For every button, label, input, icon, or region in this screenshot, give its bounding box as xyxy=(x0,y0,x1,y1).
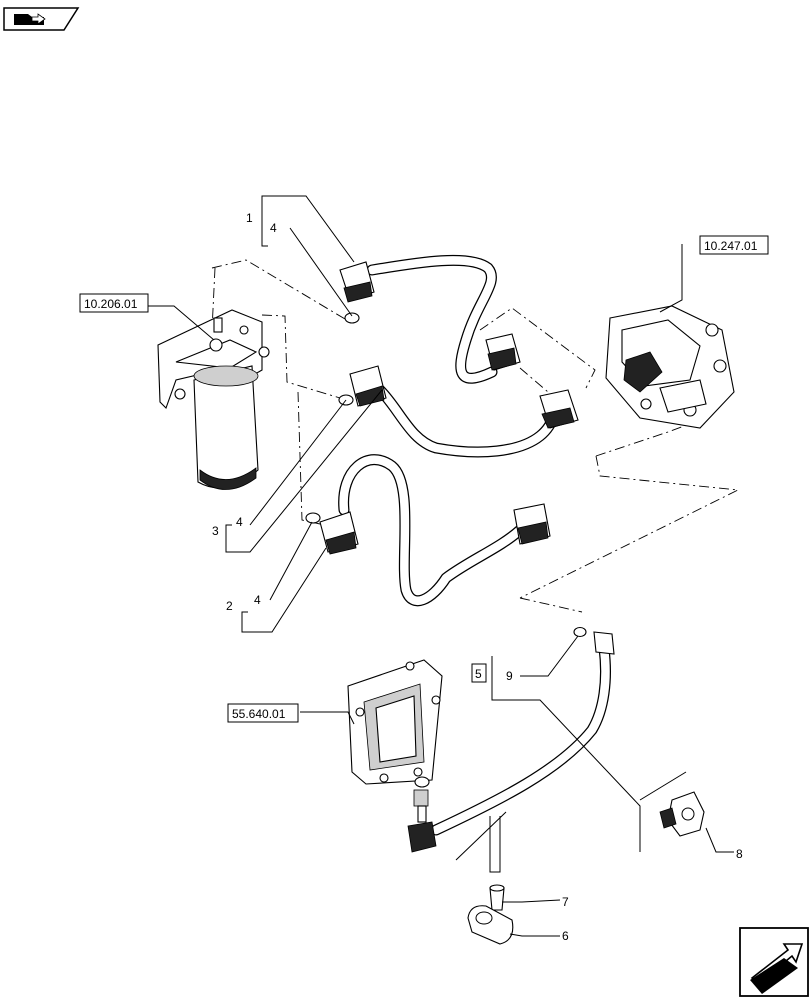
sensor xyxy=(659,791,705,837)
clamp-assembly xyxy=(467,884,514,945)
callout-6: 6 xyxy=(562,929,569,943)
next-page-arrow-icon[interactable] xyxy=(739,927,809,997)
ref-label-10-206-01: 10.206.01 xyxy=(84,297,138,311)
callout-7: 7 xyxy=(562,895,569,909)
ref-box-10-206-01[interactable]: 10.206.01 xyxy=(79,293,149,313)
callout-box-5: 5 xyxy=(471,663,487,683)
callout-numbers: 1 4 3 4 2 4 9 7 6 8 xyxy=(212,211,743,943)
callout-5: 5 xyxy=(475,667,482,681)
fuel-pipe-5 xyxy=(407,631,615,853)
callout-9: 9 xyxy=(506,669,513,683)
fuel-pipe-2 xyxy=(319,454,551,607)
ref-label-55-640-01: 55.640.01 xyxy=(232,707,286,721)
callout-4-middle: 4 xyxy=(236,515,243,529)
callout-1: 1 xyxy=(246,211,253,225)
callout-8: 8 xyxy=(736,847,743,861)
ref-box-10-247-01[interactable]: 10.247.01 xyxy=(699,235,769,255)
callout-2: 2 xyxy=(226,599,233,613)
fuel-filter-assembly xyxy=(157,309,270,490)
fuel-pipe-1 xyxy=(339,254,521,384)
ref-box-55-640-01[interactable]: 55.640.01 xyxy=(227,703,299,723)
control-unit xyxy=(347,659,443,785)
folder-arrow-icon[interactable] xyxy=(3,7,80,31)
leader-lines xyxy=(148,195,734,937)
fitting xyxy=(413,789,429,823)
callout-4-bottom: 4 xyxy=(254,593,261,607)
injection-pump xyxy=(605,305,735,429)
callout-3: 3 xyxy=(212,524,219,538)
callout-4-top: 4 xyxy=(270,221,277,235)
ref-label-10-247-01: 10.247.01 xyxy=(704,239,758,253)
